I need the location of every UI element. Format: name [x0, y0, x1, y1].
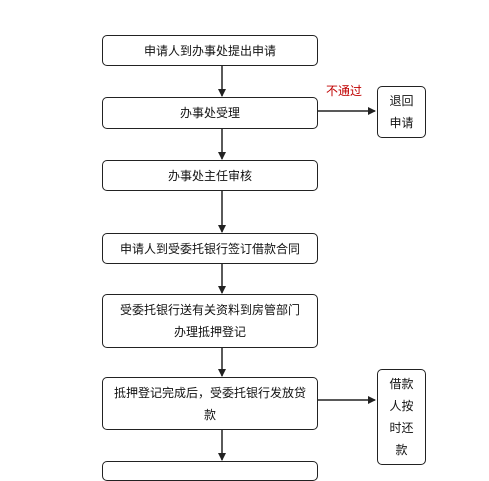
node-release-line2: 款	[203, 407, 216, 422]
node-next-partial	[102, 461, 318, 481]
node-apply-text: 申请人到办事处提出申请	[143, 43, 276, 58]
node-sign-text: 申请人到受委托银行签订借款合同	[119, 241, 300, 256]
node-release-line1: 抵押登记完成后，受委托银行发放贷	[113, 385, 306, 400]
flowchart: 申请人到办事处提出申请 办事处受理 不通过 退回 申请 办事处主任审核 申请人到…	[102, 35, 426, 481]
node-return: 退回 申请	[377, 86, 426, 138]
connector-layer	[218, 66, 376, 461]
node-repay: 借款 人按 时还 款	[377, 369, 426, 465]
node-apply: 申请人到办事处提出申请	[102, 35, 318, 66]
node-accept-text: 办事处受理	[179, 106, 240, 120]
node-return-line1: 退回	[389, 94, 414, 108]
node-repay-line3: 时还	[389, 421, 414, 435]
node-send: 受委托银行送有关资料到房管部门 办理抵押登记	[102, 294, 318, 348]
node-review-text: 办事处主任审核	[167, 168, 252, 183]
node-repay-line1: 借款	[389, 377, 414, 391]
node-sign: 申请人到受委托银行签订借款合同	[102, 233, 318, 264]
node-repay-line2: 人按	[389, 399, 414, 413]
node-repay-line4: 款	[395, 443, 408, 457]
node-accept: 办事处受理	[102, 97, 318, 129]
edge-label-not-passed: 不通过	[326, 84, 363, 98]
node-return-line2: 申请	[389, 116, 414, 130]
node-review: 办事处主任审核	[102, 160, 318, 191]
node-send-line1: 受委托银行送有关资料到房管部门	[119, 303, 300, 317]
node-release: 抵押登记完成后，受委托银行发放贷 款	[102, 377, 318, 430]
node-send-line2: 办理抵押登记	[173, 325, 246, 339]
